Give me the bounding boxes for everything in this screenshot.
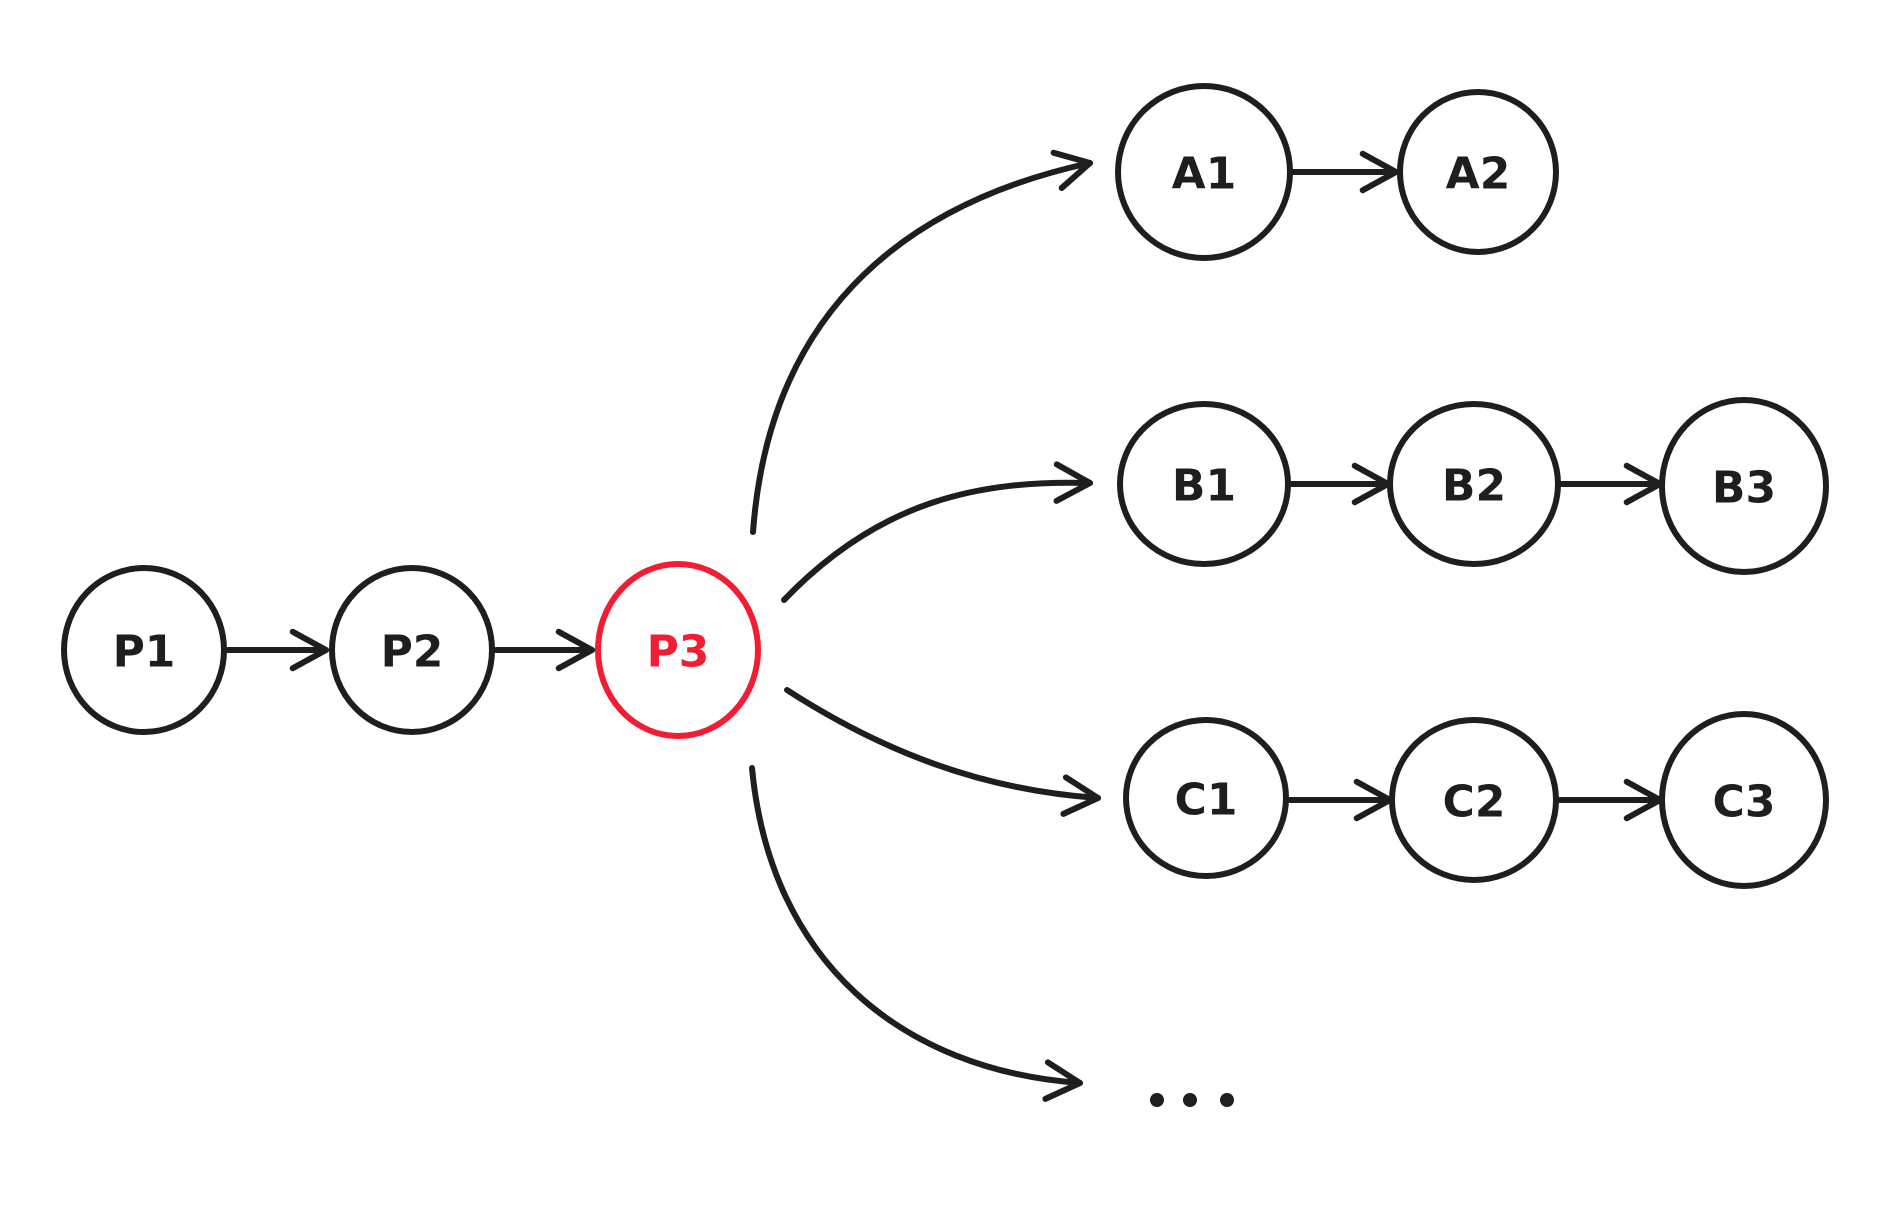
ellipsis-dot [1150,1093,1164,1107]
node-circle [61,565,227,735]
node-label: B2 [1442,461,1506,512]
edge-line [750,160,1093,535]
node-circle [1117,401,1291,567]
node-b3: B3 [1659,397,1829,575]
node-label: C2 [1443,777,1506,828]
node-c2: C2 [1389,717,1559,883]
edge-p3-a1 [750,149,1093,535]
node-circle [329,565,495,735]
node-label: P1 [113,627,176,678]
node-circle [1387,401,1561,567]
node-a2: A2 [1397,89,1559,255]
node-b1: B1 [1117,401,1291,567]
edge-c1-c2 [1287,778,1393,822]
node-a1: A1 [1115,83,1293,261]
node-circle [1659,397,1829,575]
node-label: A1 [1172,149,1237,200]
node-circle [1397,89,1559,255]
edge-c2-c3 [1555,778,1663,822]
arrowhead-icon [289,628,329,672]
ellipsis-dot [1183,1093,1197,1107]
node-circle [595,561,761,739]
edge-p1-p2 [225,628,329,672]
edge-line [781,479,1093,603]
arrowhead-icon [1050,149,1093,191]
edge-b1-b2 [1287,462,1391,506]
edge-p2-p3 [493,628,595,672]
node-label: P3 [647,627,710,678]
node-label: B1 [1172,461,1236,512]
edge-line [749,765,1083,1086]
edge-p3-c1 [784,687,1101,817]
node-c3: C3 [1659,711,1829,889]
more-branches-ellipsis [1150,1093,1234,1107]
edge-b2-b3 [1557,462,1663,506]
arrowhead-icon [1359,150,1399,194]
node-p1: P1 [61,565,227,735]
node-circle [1389,717,1559,883]
node-c1: C1 [1123,717,1289,879]
node-p3: P3 [595,561,761,739]
node-label: P2 [381,627,444,678]
node-p2: P2 [329,565,495,735]
edge-a1-a2 [1289,150,1399,194]
edge-line [784,687,1101,801]
node-circle [1123,717,1289,879]
edge-p3-b1 [781,461,1093,603]
arrowhead-icon [1060,774,1101,817]
arrowhead-icon [1053,461,1093,504]
node-label: C1 [1175,775,1238,826]
node-label: C3 [1713,777,1776,828]
arrowhead-icon [1042,1059,1083,1102]
arrowhead-icon [555,628,595,672]
node-label: B3 [1712,463,1776,514]
node-circle [1659,711,1829,889]
edge-p3-more [749,765,1083,1102]
node-label: A2 [1446,149,1511,200]
node-b2: B2 [1387,401,1561,567]
node-circle [1115,83,1293,261]
ellipsis-dot [1220,1093,1234,1107]
